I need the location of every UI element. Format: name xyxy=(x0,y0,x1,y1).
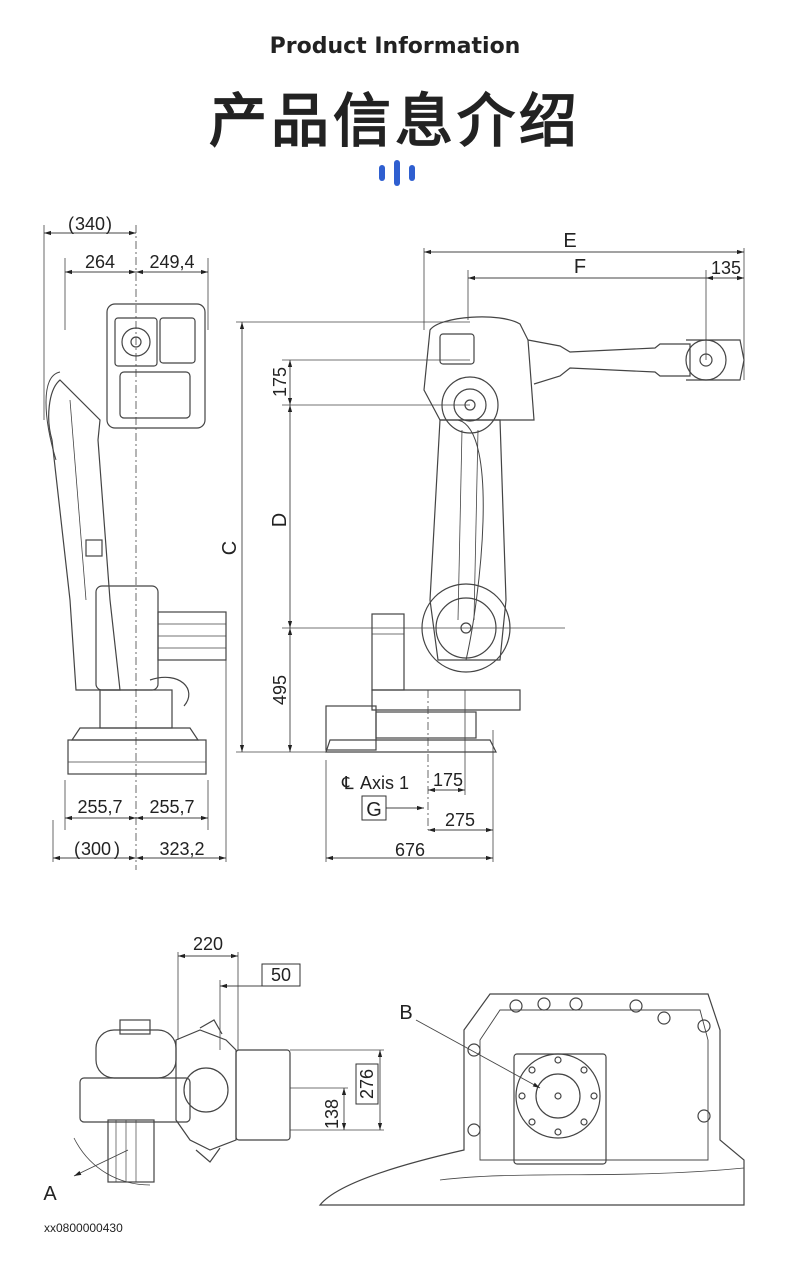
dim-side-top-left: 264 xyxy=(85,252,115,272)
dim-175-horizontal: 175 xyxy=(433,770,463,790)
dim-50: 50 xyxy=(271,965,291,985)
label-a: A xyxy=(43,1183,57,1205)
label-b: B xyxy=(399,1002,412,1024)
label-e: E xyxy=(563,230,576,252)
top-view-dimensions: 220 50 276 138 A xyxy=(43,934,379,1205)
label-f: F xyxy=(574,256,586,278)
header: Product Information 产品信息介绍 xyxy=(0,0,790,200)
dim-side-top-right: 249,4 xyxy=(149,252,194,272)
dim-side-base-right: 323,2 xyxy=(159,839,204,859)
dim-495: 495 xyxy=(270,675,290,705)
detail-view-drawing xyxy=(318,993,745,1206)
label-d: D xyxy=(269,513,291,527)
side-view-drawing xyxy=(43,225,227,870)
svg-text:(: ( xyxy=(74,839,80,859)
dim-175-vertical: 175 xyxy=(270,367,290,397)
dim-50-box xyxy=(261,963,301,987)
side-view-dimensions: 340 ( ) 264 249,4 255,7 255,7 300 ( ) 32… xyxy=(68,214,205,859)
dim-220: 220 xyxy=(193,934,223,954)
axis-1-label: Axis 1 xyxy=(360,773,409,793)
svg-text:): ) xyxy=(114,839,120,859)
dim-275: 275 xyxy=(445,810,475,830)
front-view-dimensions: E F 135 C D 175 495 ℄ Axis 1 175 G 275 6… xyxy=(219,230,741,860)
accent-bars-icon xyxy=(377,160,417,186)
svg-text:(: ( xyxy=(68,214,74,234)
front-view-drawing xyxy=(236,248,745,862)
label-g: G xyxy=(366,799,382,821)
dim-276: 276 xyxy=(357,1069,377,1099)
label-g-box xyxy=(361,795,387,821)
dim-side-bottom-left: 255,7 xyxy=(77,797,122,817)
dim-side-base-left: 300 xyxy=(81,839,111,859)
dim-138: 138 xyxy=(322,1099,342,1129)
svg-text:℄: ℄ xyxy=(341,773,354,793)
dim-676: 676 xyxy=(395,840,425,860)
top-view-drawing xyxy=(73,952,384,1186)
section-subtitle: Product Information xyxy=(269,34,521,59)
figure-code: xx0800000430 xyxy=(44,1221,123,1235)
section-title: 产品信息介绍 xyxy=(208,87,581,155)
svg-text:): ) xyxy=(106,214,112,234)
dim-135: 135 xyxy=(711,258,741,278)
detail-view-labels: B xyxy=(399,1002,412,1024)
dim-276-box xyxy=(355,1063,379,1105)
label-c: C xyxy=(219,541,241,555)
dim-side-top-overall: 340 xyxy=(75,214,105,234)
dim-side-bottom-right: 255,7 xyxy=(149,797,194,817)
